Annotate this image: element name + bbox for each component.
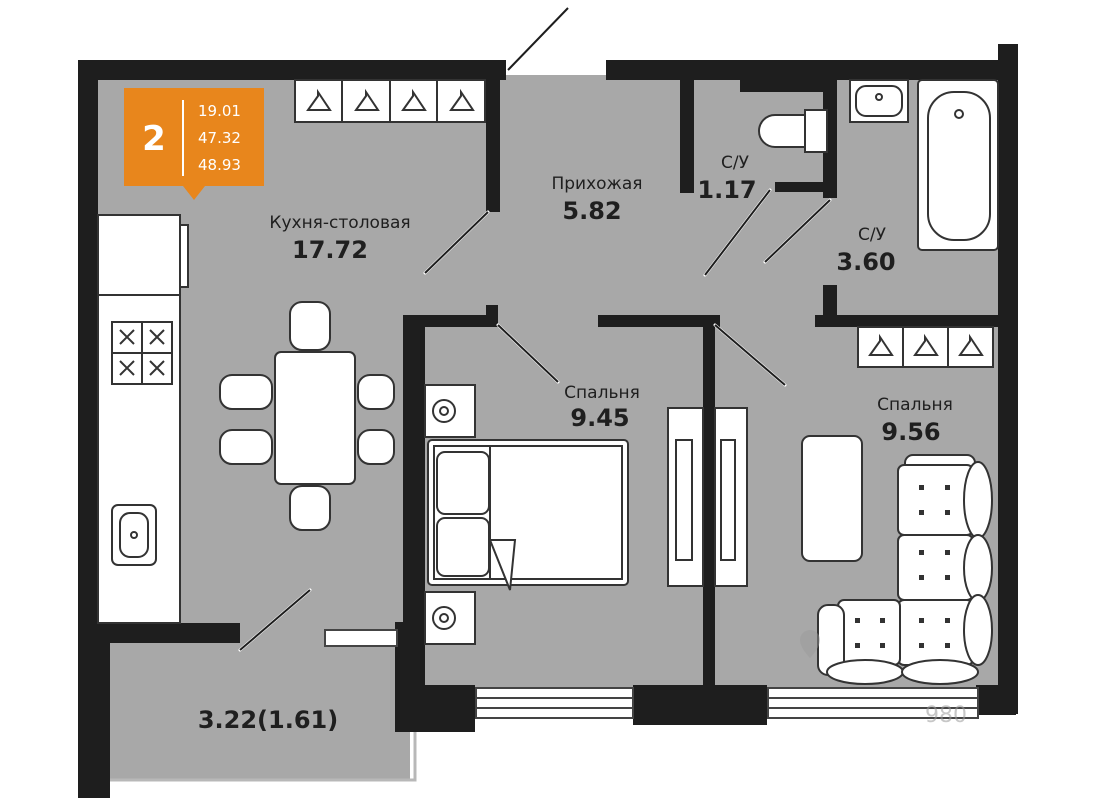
kitchen-area: 17.72	[292, 236, 368, 264]
wardrobe-partition	[667, 407, 748, 587]
bathroom-area: 3.60	[836, 248, 895, 276]
sofa-buttons	[855, 485, 950, 648]
bedroom-right-name: Спальня	[877, 395, 953, 415]
ottoman-icon	[801, 435, 863, 562]
wc-small-name: С/У	[721, 153, 750, 173]
balcony-door-threshold	[324, 629, 398, 647]
svg-text:980: 980	[925, 703, 967, 728]
sink-icon	[849, 79, 909, 123]
window-icon	[475, 687, 979, 719]
balcony-rail	[100, 730, 417, 782]
watermark: 980	[800, 630, 967, 728]
walls	[78, 44, 1018, 798]
hallway-area: 5.82	[562, 197, 621, 225]
door-icon	[239, 7, 831, 651]
bedroom-right-area: 9.56	[881, 418, 940, 446]
living-area: 19.01	[198, 102, 241, 120]
bathroom-name: С/У	[858, 225, 887, 245]
bedroom-left-name: Спальня	[564, 383, 640, 403]
table-icon	[274, 351, 356, 485]
location-pin-icon	[800, 630, 820, 658]
bed-icon	[427, 439, 629, 591]
wc-small-area: 1.17	[697, 176, 756, 204]
total-area-with-balcony: 48.93	[198, 156, 241, 174]
balcony-area: 3.22(1.61)	[198, 706, 338, 734]
hanger-icon	[868, 333, 984, 356]
total-area: 47.32	[198, 129, 241, 147]
stove-icon	[111, 321, 173, 385]
toilet-icon	[758, 109, 828, 153]
bathtub-icon	[917, 79, 999, 251]
rooms-count: 2	[142, 119, 166, 159]
chair-icon	[219, 301, 395, 531]
hanger-icon	[306, 88, 475, 111]
sink-icon	[111, 504, 157, 566]
bedroom-left-area: 9.45	[570, 404, 629, 432]
hallway-name: Прихожая	[551, 174, 642, 194]
wardrobe-bedroom	[857, 326, 994, 368]
wardrobe-kitchen	[294, 79, 486, 123]
sofa-icon	[817, 454, 993, 685]
nightstand-icon	[424, 384, 476, 645]
kitchen-name: Кухня-столовая	[269, 213, 410, 233]
apartment-summary-badge: 2 19.01 47.32 48.93	[124, 88, 264, 200]
